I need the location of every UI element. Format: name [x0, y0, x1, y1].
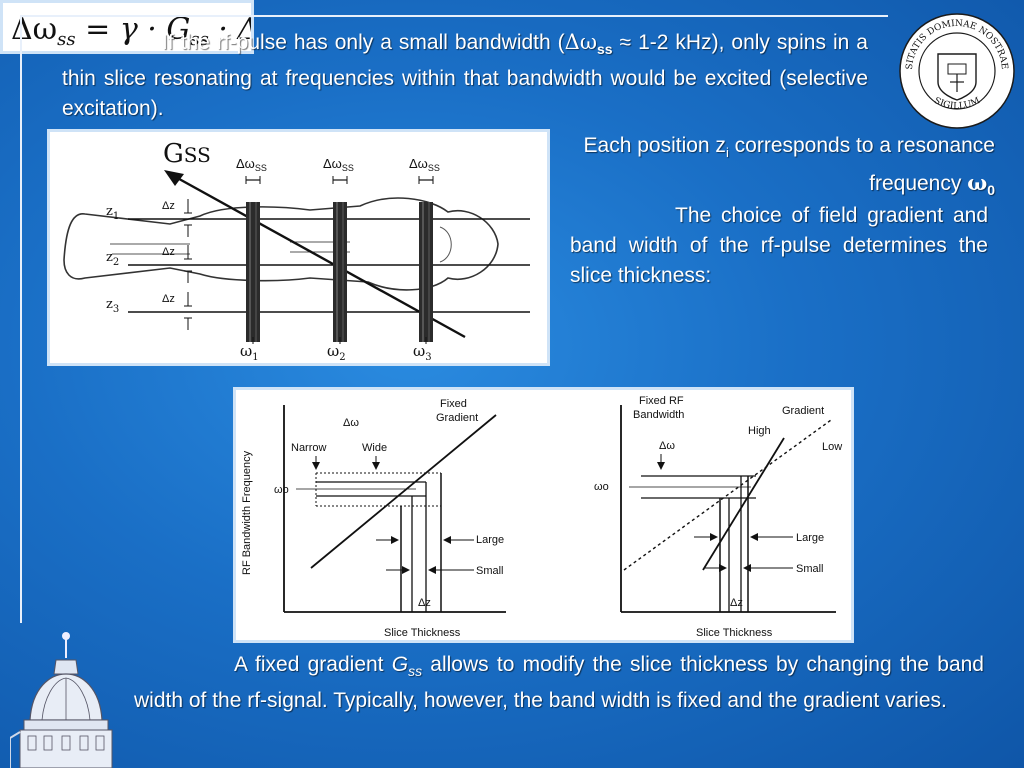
position-label: z3: [106, 297, 119, 315]
fixed-gradient-paragraph: A fixed gradient Gss allows to modify th…: [134, 653, 984, 713]
top-rule: [20, 15, 888, 17]
svg-text:Δω: Δω: [659, 440, 675, 452]
svg-text:Δz: Δz: [730, 597, 743, 609]
slice-thickness-paragraph: The choice of field gradient and band wi…: [570, 204, 988, 287]
svg-text:High: High: [748, 425, 771, 437]
svg-text:Fixed: Fixed: [440, 398, 467, 410]
svg-text:Narrow: Narrow: [291, 442, 327, 454]
position-label: z1: [106, 204, 119, 222]
slice-thickness-figure: RF Bandwidth Frequency Fixed Gradient Δω…: [233, 387, 854, 643]
y-axis-label: RF Bandwidth Frequency: [241, 450, 253, 575]
frequency-label: ω2: [327, 342, 346, 363]
svg-text:Gradient: Gradient: [436, 412, 478, 424]
svg-text:Slice Thickness: Slice Thickness: [384, 627, 461, 639]
dz-label: Δz: [162, 246, 175, 258]
svg-text:Bandwidth: Bandwidth: [633, 409, 684, 421]
svg-text:Δz: Δz: [418, 597, 431, 609]
dz-label: Δz: [162, 200, 175, 212]
position-label: z2: [106, 250, 119, 268]
svg-text:Large: Large: [476, 534, 504, 546]
dz-label: Δz: [162, 293, 175, 305]
body-outline: [63, 197, 499, 291]
slice-bar: [246, 202, 260, 342]
slice-bar: [419, 202, 433, 342]
intro-paragraph: If the rf-pulse has only a small bandwid…: [62, 30, 868, 121]
svg-text:Wide: Wide: [362, 442, 387, 454]
golden-dome-illustration: [10, 632, 113, 768]
svg-text:ωo: ωo: [274, 484, 289, 496]
fixed-gradient-panel: Fixed Gradient Δω Narrow Wide ωo Large S…: [274, 398, 506, 639]
svg-text:ωo: ωo: [594, 481, 609, 493]
svg-text:Fixed RF: Fixed RF: [639, 395, 684, 407]
frequency-label: ω3: [413, 342, 432, 363]
position-frequency-paragraph: Each position zi corresponds to a resona…: [583, 134, 995, 199]
svg-text:Δω: Δω: [343, 417, 359, 429]
svg-text:Small: Small: [796, 563, 824, 575]
svg-text:Small: Small: [476, 565, 504, 577]
gradient-label: GSS: [163, 139, 211, 169]
svg-text:Large: Large: [796, 532, 824, 544]
slice-bar: [333, 202, 347, 342]
left-rule: [20, 15, 22, 623]
svg-text:Gradient: Gradient: [782, 405, 824, 417]
bandwidth-label: ΔωSS: [323, 156, 354, 173]
svg-text:Low: Low: [822, 441, 842, 453]
bandwidth-label: ΔωSS: [236, 156, 267, 173]
frequency-label: ω1: [240, 342, 259, 363]
university-seal-logo: UNIVERSITATIS DOMINAE NOSTRAE A LACU SIG…: [898, 12, 1015, 129]
slice-thickness-formula: Δωss = γ · Gss · Δz: [0, 0, 275, 54]
fixed-bandwidth-panel: Fixed RF Bandwidth Gradient High Low Δω …: [594, 395, 842, 639]
bandwidth-label: ΔωSS: [409, 156, 440, 173]
svg-text:Slice Thickness: Slice Thickness: [696, 627, 773, 639]
svg-text:SIGILLUM: SIGILLUM: [932, 96, 982, 112]
